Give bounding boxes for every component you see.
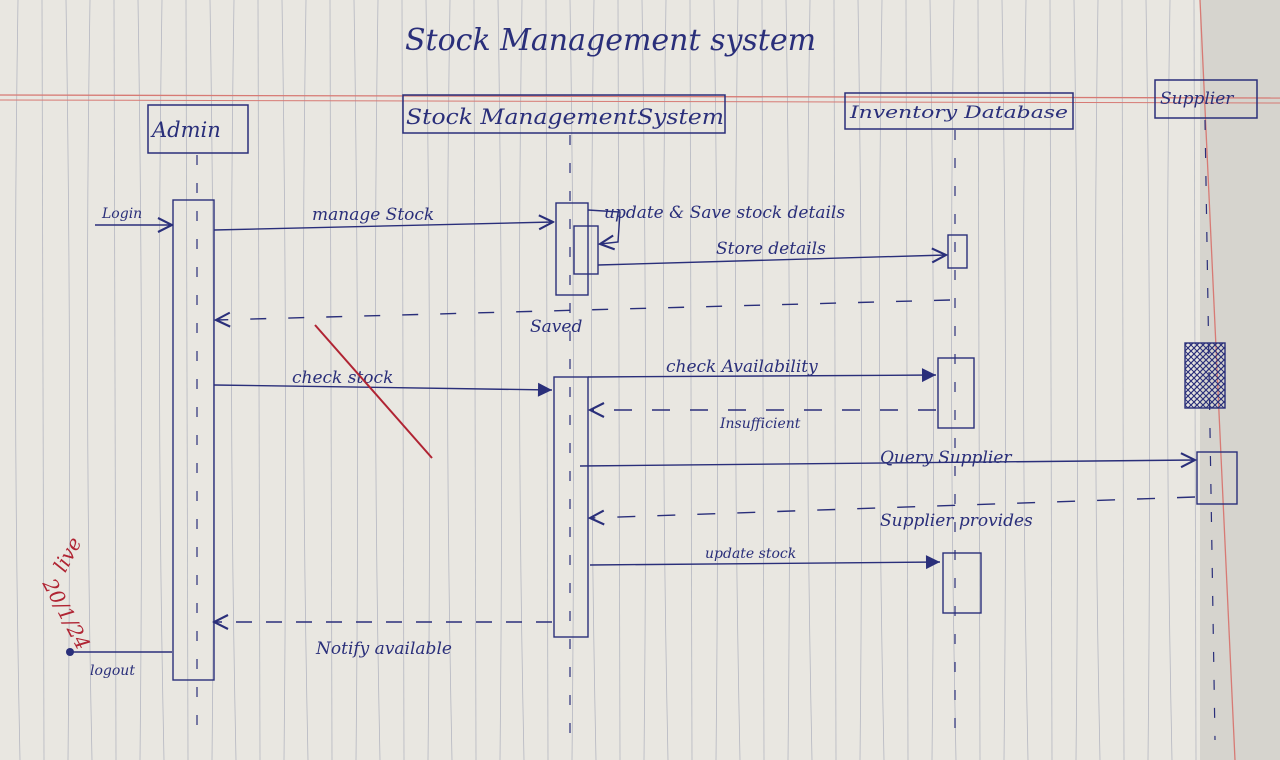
msg-check-availability: check Availability <box>666 357 818 377</box>
activation-supplier-hatched <box>1184 342 1226 409</box>
arrow-update-stock <box>589 555 941 570</box>
participant-system-box <box>402 94 726 134</box>
ruled-line <box>785 0 790 760</box>
ruled-line <box>425 0 430 760</box>
participant-database: Inventory Database <box>849 103 1068 123</box>
activation-system-1 <box>555 202 589 296</box>
ruled-line <box>1167 0 1173 760</box>
participant-supplier: Supplier <box>1160 89 1234 109</box>
msg-store-details: Store details <box>716 239 826 259</box>
ruled-line <box>519 0 525 760</box>
ruled-line <box>281 0 286 760</box>
notebook-ruled-lines <box>15 0 1197 760</box>
red-strike-through <box>314 324 433 459</box>
ruled-line <box>375 0 381 760</box>
arrow-check-stock <box>213 382 553 397</box>
ruled-line <box>857 0 862 760</box>
ruled-line <box>1145 0 1150 760</box>
msg-saved: Saved <box>530 317 582 337</box>
activation-admin <box>172 199 215 681</box>
ruled-line <box>497 0 502 760</box>
ruled-line <box>353 0 358 760</box>
arrow-update-save <box>587 209 621 244</box>
ruled-line <box>447 0 453 760</box>
arrow-saved-return <box>216 299 951 320</box>
ruled-line <box>951 0 957 760</box>
logout-end-dot <box>66 648 74 656</box>
ruled-line <box>663 0 669 760</box>
msg-notify-available: Notify available <box>315 639 452 659</box>
participant-supplier-box <box>1154 79 1258 119</box>
activation-database-3 <box>942 552 982 614</box>
activation-system-2 <box>553 376 589 638</box>
ruled-line <box>569 0 574 760</box>
ruled-line <box>807 0 813 760</box>
ruled-line <box>735 0 741 760</box>
participant-database-box <box>844 92 1074 130</box>
lifeline-supplier <box>1204 119 1216 741</box>
ruled-line <box>15 0 21 760</box>
participant-system: Stock ManagementSystem <box>406 105 724 129</box>
activation-database-1 <box>947 234 968 269</box>
ruled-line <box>1023 0 1029 760</box>
ruled-line <box>231 0 237 760</box>
participant-admin-box <box>147 104 249 154</box>
msg-logout: logout <box>90 663 135 679</box>
ruled-line <box>879 0 885 760</box>
ruled-line <box>1095 0 1101 760</box>
msg-manage-stock: manage Stock <box>312 205 434 225</box>
diagram-title: Stock Management system <box>405 23 816 58</box>
arrow-query-supplier <box>579 460 1195 466</box>
participant-admin: Admin <box>150 118 221 142</box>
msg-update-stock: update stock <box>705 546 796 562</box>
ruled-line <box>1073 0 1078 760</box>
activation-database-2 <box>937 357 975 429</box>
arrow-manage-stock <box>213 222 553 231</box>
msg-update-save: update & Save stock details <box>604 203 845 223</box>
activation-supplier <box>1196 451 1238 505</box>
ruled-line <box>1001 0 1006 760</box>
margin-line-top-2 <box>0 99 1280 104</box>
ruled-line <box>303 0 309 760</box>
margin-line-top <box>0 94 1280 99</box>
arrow-check-availability <box>587 368 937 383</box>
ruled-line <box>641 0 646 760</box>
ruled-line <box>591 0 597 760</box>
msg-login: Login <box>101 206 142 222</box>
msg-supplier-provides: Supplier provides <box>880 511 1033 531</box>
msg-insufficient: Insufficient <box>719 416 801 432</box>
ruled-line <box>713 0 718 760</box>
arrow-store-details <box>597 255 946 266</box>
msg-query-supplier: Query Supplier <box>880 448 1012 468</box>
msg-check-stock: check stock <box>292 368 393 388</box>
